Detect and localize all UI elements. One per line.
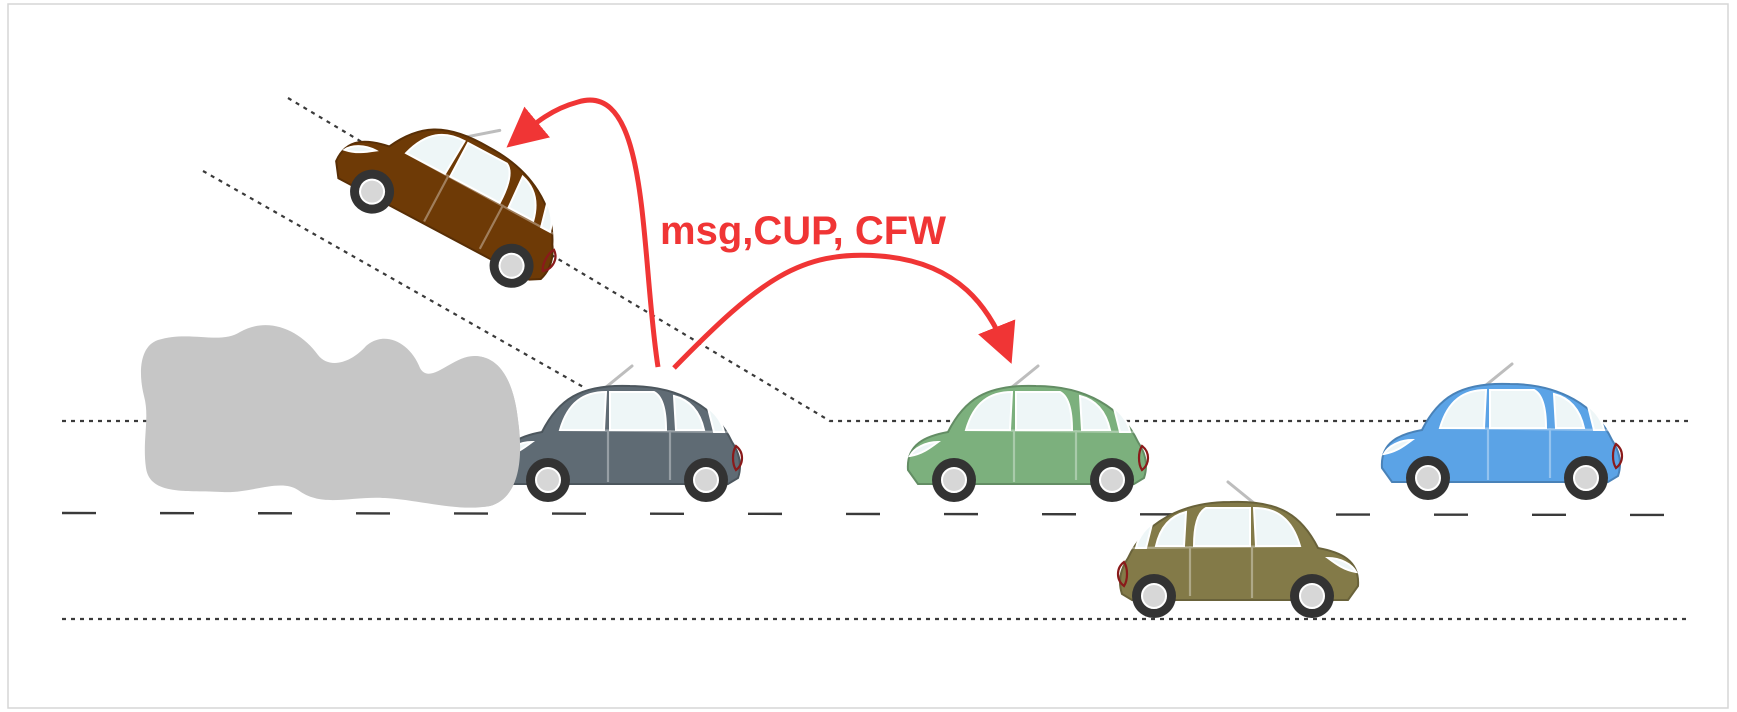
adjacent-car-icon (1116, 480, 1360, 618)
far-car-icon (1380, 362, 1624, 500)
sender-car-icon (500, 364, 744, 502)
center-lane-divider (61, 511, 1691, 517)
arrow-icon (506, 97, 661, 368)
obstacle-cloud-overlap (459, 356, 521, 507)
merge-lane-boundary-inner (202, 170, 586, 389)
merging-car-icon (335, 128, 557, 288)
obstacle-cloud-icon (140, 325, 521, 508)
message-label: msg,CUP, CFW (660, 209, 946, 253)
front-car-icon (906, 364, 1150, 502)
arrow-icon (672, 252, 1016, 370)
